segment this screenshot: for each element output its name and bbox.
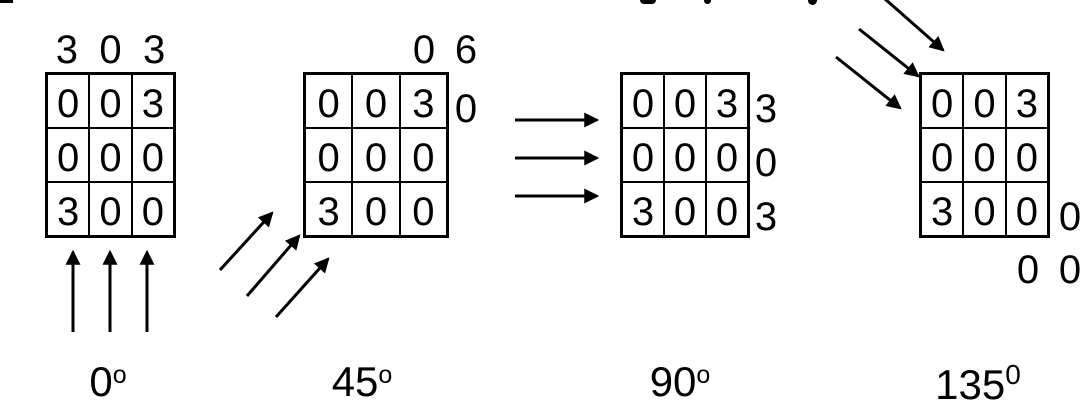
angle-value: 90 bbox=[649, 358, 697, 401]
cropped-glyph-fragment bbox=[0, 0, 13, 3]
up-right-arrow-icon bbox=[218, 211, 274, 272]
matrix-cell: 0 bbox=[963, 74, 1006, 128]
matrix-cell: 0 bbox=[89, 182, 132, 236]
matrix-cell: 3 bbox=[706, 74, 748, 128]
top-value: 0 bbox=[99, 28, 122, 72]
above-right-value: 6 bbox=[454, 28, 478, 72]
matrix-cell: 0 bbox=[131, 128, 174, 182]
matrix-cell: 0 bbox=[963, 128, 1006, 182]
matrix-cell: 3 bbox=[305, 182, 353, 236]
angle-value: 0 bbox=[89, 358, 113, 401]
matrix-cell: 0 bbox=[399, 182, 447, 236]
matrix-cell: 0 bbox=[664, 128, 706, 182]
angle-sup: o bbox=[112, 361, 127, 389]
angle-label-135deg: 1350 bbox=[918, 353, 1038, 401]
matrix-cell: 0 bbox=[305, 128, 353, 182]
matrix-cell: 3 bbox=[622, 182, 664, 236]
matrix-cell: 0 bbox=[921, 74, 964, 128]
matrix-cell: 0 bbox=[664, 74, 706, 128]
matrix-cell: 0 bbox=[1005, 182, 1048, 236]
matrix-cell: 0 bbox=[352, 182, 400, 236]
right-value: 3 bbox=[754, 195, 778, 239]
down-right-arrow-icon bbox=[883, 0, 945, 52]
matrix-cell: 0 bbox=[89, 74, 132, 128]
matrix-135deg: 0 0 3 0 0 0 3 0 0 bbox=[919, 72, 1050, 238]
matrix-cell: 0 bbox=[706, 128, 748, 182]
matrix-cell: 0 bbox=[706, 182, 748, 236]
matrix-0deg: 0 0 3 0 0 0 3 0 0 bbox=[45, 72, 176, 238]
angle-label-45deg: 45o bbox=[302, 353, 422, 401]
panel-0deg-top-values: 3 0 3 bbox=[45, 28, 176, 72]
down-right-arrow-icon bbox=[835, 55, 902, 110]
matrix-cell: 0 bbox=[921, 128, 964, 182]
matrix-cell: 0 bbox=[622, 74, 664, 128]
cropped-glyph-fragment bbox=[640, 0, 656, 4]
right-value: 0 bbox=[1058, 195, 1082, 239]
down-right-arrow-icon bbox=[858, 27, 920, 78]
angle-sup: o bbox=[378, 361, 393, 389]
matrix-cell: 3 bbox=[921, 182, 964, 236]
below-value: 0 bbox=[1058, 248, 1082, 292]
angle-sup: o bbox=[696, 361, 711, 389]
matrix-cell: 0 bbox=[305, 74, 353, 128]
right-value: 3 bbox=[754, 87, 778, 131]
matrix-cell: 3 bbox=[47, 182, 90, 236]
matrix-cell: 0 bbox=[963, 182, 1006, 236]
angle-value: 45 bbox=[331, 358, 379, 401]
cropped-glyph-fragment bbox=[808, 0, 817, 5]
angle-label-0deg: 0o bbox=[48, 353, 168, 401]
cropped-glyph-fragment bbox=[704, 0, 711, 4]
matrix-cell: 0 bbox=[664, 182, 706, 236]
angle-label-90deg: 90o bbox=[620, 353, 740, 401]
matrix-cell: 0 bbox=[47, 74, 90, 128]
top-value: 3 bbox=[55, 28, 78, 72]
matrix-cell: 0 bbox=[622, 128, 664, 182]
up-right-arrow-icon bbox=[274, 257, 330, 319]
up-arrows bbox=[65, 249, 155, 332]
above-value: 0 bbox=[412, 28, 436, 72]
matrix-cell: 0 bbox=[1005, 128, 1048, 182]
matrix-cell: 3 bbox=[1005, 74, 1048, 128]
matrix-cell: 0 bbox=[352, 128, 400, 182]
below-value: 0 bbox=[1016, 248, 1040, 292]
matrix-90deg: 0 0 3 0 0 0 3 0 0 bbox=[620, 72, 750, 238]
matrix-cell: 0 bbox=[131, 182, 174, 236]
matrix-cell: 3 bbox=[399, 74, 447, 128]
matrix-45deg: 0 0 3 0 0 0 3 0 0 bbox=[303, 72, 449, 238]
matrix-cell: 3 bbox=[131, 74, 174, 128]
matrix-cell: 0 bbox=[399, 128, 447, 182]
right-arrows bbox=[515, 112, 600, 204]
up-right-arrow-icon bbox=[245, 234, 301, 297]
right-value: 0 bbox=[754, 141, 778, 185]
angle-sup: 0 bbox=[1005, 359, 1021, 390]
angle-value: 135 bbox=[935, 361, 1006, 401]
matrix-cell: 0 bbox=[352, 74, 400, 128]
top-value: 3 bbox=[143, 28, 166, 72]
right-value: 0 bbox=[454, 87, 478, 131]
matrix-cell: 0 bbox=[47, 128, 90, 182]
matrix-cell: 0 bbox=[89, 128, 132, 182]
